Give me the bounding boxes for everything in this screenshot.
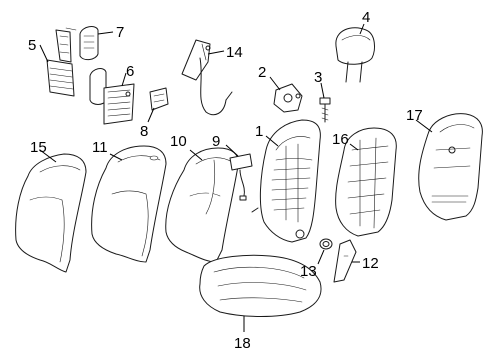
part-5-back-panel (46, 27, 77, 97)
callout-16: 16 (332, 131, 349, 148)
callout-1: 1 (255, 123, 263, 140)
part-12-side-trim (333, 239, 357, 283)
callout-4: 4 (362, 9, 370, 26)
callout-numbers: 1 2 3 4 5 6 7 8 9 10 11 12 13 14 15 16 1… (28, 9, 423, 352)
callout-6: 6 (126, 63, 134, 80)
part-9-sensor (229, 153, 253, 201)
leader-lines (39, 23, 433, 332)
part-1-seatback-frame (251, 119, 321, 243)
part-7-lumbar-module (79, 26, 99, 61)
callout-12: 12 (362, 255, 379, 272)
part-6-lumbar-frame (89, 68, 135, 125)
part-3-bolt (319, 97, 331, 123)
part-13-knob (319, 238, 333, 250)
part-10-seatback-foam (165, 147, 239, 263)
part-16-frame-panel (335, 127, 397, 237)
part-8-switch-module (149, 87, 169, 111)
callout-10: 10 (170, 133, 187, 150)
callout-3: 3 (314, 69, 322, 86)
callout-18: 18 (234, 335, 251, 352)
callout-13: 13 (300, 263, 317, 280)
part-2-bracket (273, 83, 303, 113)
part-14-harness (181, 39, 233, 116)
part-18-seat-cushion (199, 254, 322, 317)
part-17-back-shell (418, 113, 483, 221)
callout-14: 14 (226, 44, 243, 61)
callout-5: 5 (28, 37, 36, 54)
part-4-headrest (335, 27, 375, 83)
callout-9: 9 (212, 133, 220, 150)
callout-2: 2 (258, 64, 266, 81)
part-15-seatback-cover (15, 153, 87, 273)
callout-15: 15 (30, 139, 47, 156)
callout-8: 8 (140, 123, 148, 140)
callout-11: 11 (92, 139, 108, 156)
part-11-seatback-cover (91, 145, 167, 263)
callout-17: 17 (406, 107, 423, 124)
callout-7: 7 (116, 24, 124, 41)
